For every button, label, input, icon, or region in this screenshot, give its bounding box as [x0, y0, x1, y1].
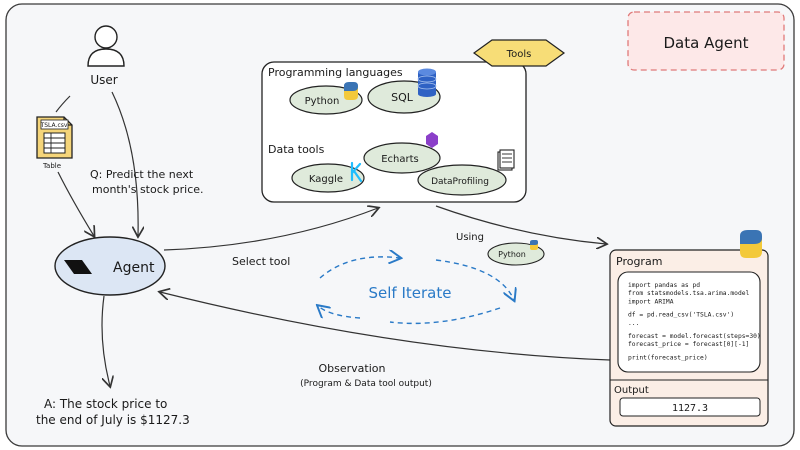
tool-dataprofiling-label: DataProfiling [431, 177, 489, 187]
agent-label: Agent [113, 260, 155, 276]
table-label: Table [42, 162, 61, 170]
edge-agent-to-answer [101, 295, 110, 386]
using-python-pill: Python [487, 240, 545, 266]
python-icon [344, 82, 358, 100]
edge-table-to-agent [57, 171, 94, 236]
code-line: print(forecast_price) [628, 354, 708, 361]
python-large-icon [740, 230, 762, 258]
programming-languages-heading: Programming languages [268, 66, 403, 79]
table-file-icon [36, 116, 73, 159]
code-line: df = pd.read_csv('TSLA.csv') [628, 312, 734, 319]
edge-tools-to-program [435, 205, 606, 244]
output-value: 1127.3 [672, 403, 708, 414]
self-iterate-label: Self Iterate [369, 284, 452, 302]
user-label: User [90, 73, 117, 87]
document-report-icon [497, 149, 515, 171]
echarts-hexagon-icon [426, 132, 438, 148]
code-line: ... [628, 320, 639, 327]
code-line: from statsmodels.tsa.arima.model [628, 290, 750, 297]
tool-sql[interactable]: SQL [367, 68, 441, 114]
kaggle-icon [350, 161, 363, 183]
code-line: forecast = model.forecast(steps=30) [628, 333, 761, 340]
edge-agent-to-tools [163, 208, 378, 251]
data-tools-heading: Data tools [268, 143, 325, 156]
tool-kaggle[interactable]: Kaggle [291, 161, 365, 193]
table-filename: TSLA.csv [40, 122, 68, 129]
code-line: forecast_price = forecast[0][-1] [628, 341, 749, 348]
agent-logo-icon [64, 260, 92, 274]
background-panel [5, 3, 795, 447]
database-icon [417, 68, 437, 97]
title-text: Data Agent [664, 34, 749, 52]
select-tool-label: Select tool [232, 255, 290, 268]
using-python-label: Python [498, 250, 526, 259]
tool-sql-label: SQL [391, 91, 414, 104]
edge-program-to-agent [160, 292, 611, 361]
python-small-icon [530, 240, 538, 250]
output-box [619, 397, 761, 417]
user-icon [87, 25, 125, 67]
tool-kaggle-label: Kaggle [309, 174, 343, 185]
program-heading: Program [616, 255, 662, 268]
title-box: Data Agent [627, 11, 785, 71]
code-line: import pandas as pd [628, 282, 700, 289]
tool-python-label: Python [305, 96, 340, 107]
tool-dataprofiling[interactable]: DataProfiling [417, 149, 515, 196]
question-line-1: Q: Predict the next [90, 168, 194, 181]
output-heading: Output [614, 385, 649, 396]
tools-badge-label: Tools [506, 49, 532, 60]
edge-user-to-agent [111, 91, 138, 236]
tool-python[interactable]: Python [289, 82, 363, 115]
tool-echarts-label: Echarts [381, 154, 419, 165]
observation-detail: (Program & Data tool output) [300, 379, 432, 389]
tool-echarts[interactable]: Echarts [363, 132, 441, 174]
self-iterate-loop [318, 257, 514, 325]
observation-label: Observation [319, 362, 386, 375]
code-line: import ARIMA [628, 298, 674, 305]
question-line-2: month's stock price. [92, 183, 204, 196]
answer-line-2: the end of July is $1127.3 [36, 413, 190, 427]
agent-node: Agent [54, 236, 166, 296]
using-label: Using [456, 232, 484, 243]
code-block [617, 271, 761, 373]
answer-line-1: A: The stock price to [44, 397, 167, 411]
edge-user-to-table [55, 95, 71, 113]
tools-badge: Tools [472, 39, 566, 67]
